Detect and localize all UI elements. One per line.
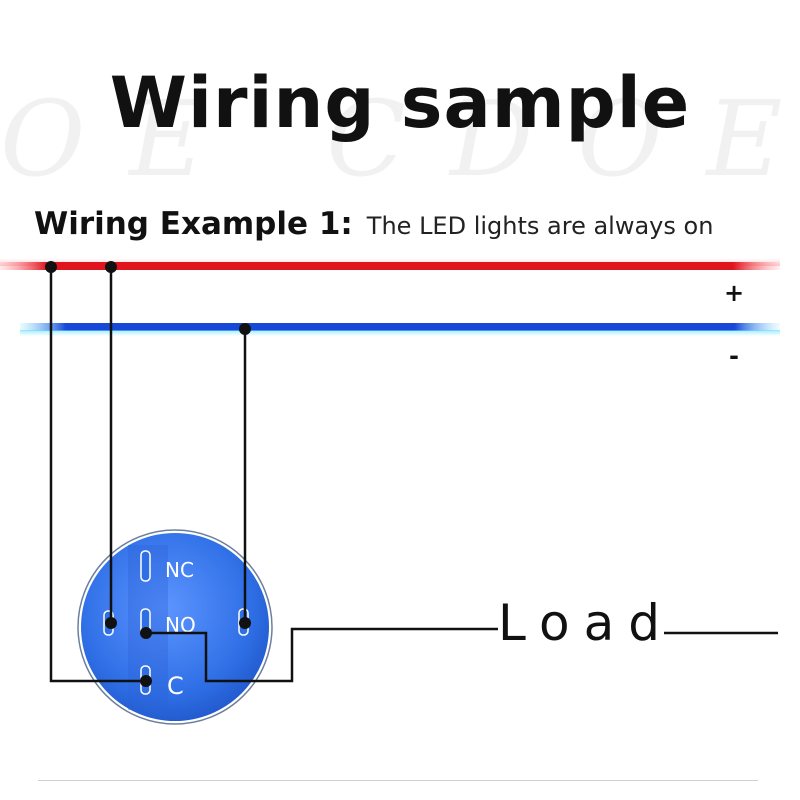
terminal-nc-label: NC bbox=[165, 558, 194, 582]
wire-no-to-load bbox=[146, 627, 498, 683]
page-title: Wiring sample bbox=[109, 62, 691, 144]
positive-rail bbox=[0, 258, 780, 270]
junction-positive-led bbox=[105, 261, 117, 273]
example-colon: : bbox=[340, 206, 353, 242]
example-label: Wiring Example 1 bbox=[34, 206, 341, 242]
footer-divider bbox=[38, 780, 758, 781]
negative-symbol: - bbox=[729, 342, 739, 370]
wires bbox=[49, 267, 778, 683]
switch-button: NC NO C bbox=[77, 529, 273, 725]
junction-positive-c bbox=[45, 261, 57, 273]
terminal-c-label: C bbox=[167, 672, 184, 700]
junction-no bbox=[140, 627, 152, 639]
positive-symbol: + bbox=[724, 279, 744, 307]
terminal-nc-slot bbox=[140, 550, 151, 582]
switch-face bbox=[81, 533, 269, 721]
junction-negative-led bbox=[239, 323, 251, 335]
junction-c bbox=[140, 675, 152, 687]
example-heading: Wiring Example 1: The LED lights are alwa… bbox=[34, 206, 713, 242]
negative-rail bbox=[20, 323, 780, 336]
load-label: Load bbox=[498, 594, 674, 652]
junction-led-right bbox=[239, 617, 251, 629]
example-description: The LED lights are always on bbox=[366, 212, 714, 240]
junction-led-left bbox=[105, 617, 117, 629]
junctions bbox=[45, 261, 251, 687]
wire-positive-to-c bbox=[49, 267, 146, 683]
brand-watermark: OE CDOE CD bbox=[0, 78, 800, 200]
